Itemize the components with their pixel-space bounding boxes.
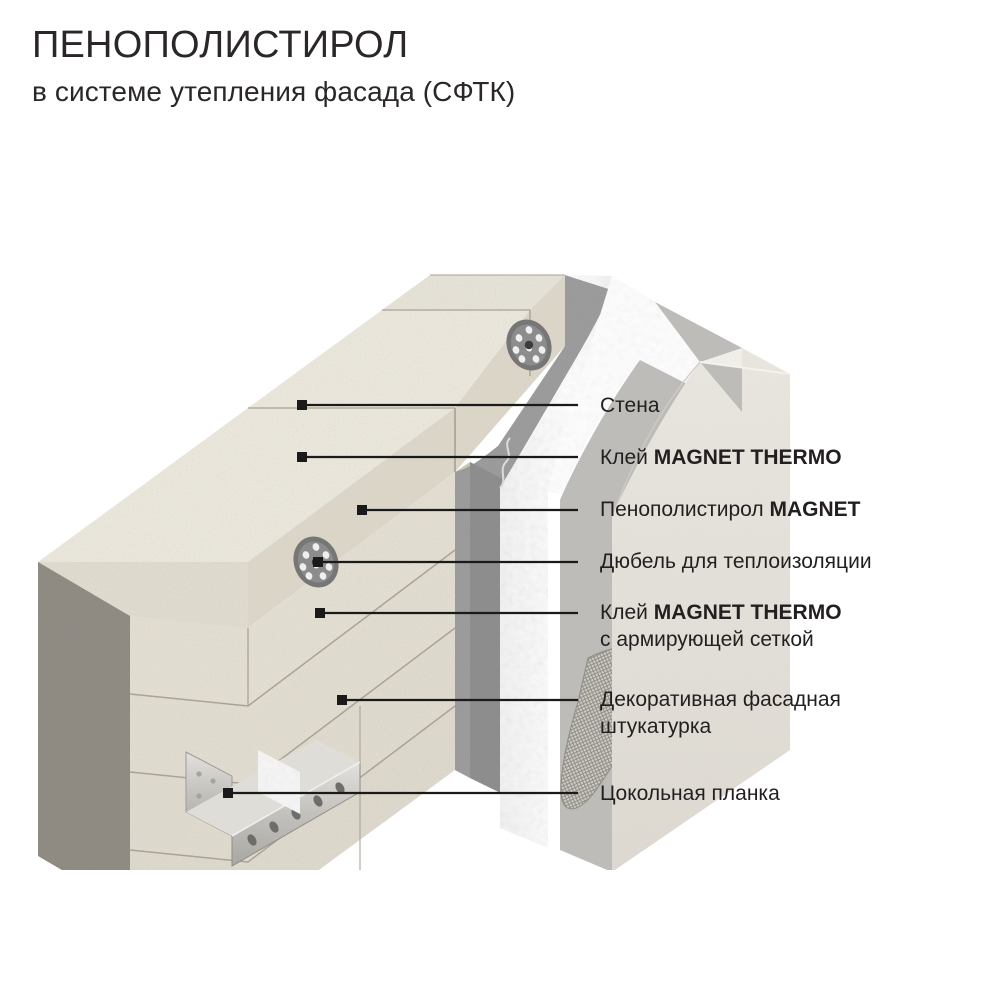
callout-brand-adhesive: MAGNET THERMO — [653, 446, 842, 469]
callout-label-render: Декоративная фасадная штукатурка — [600, 686, 841, 740]
page-subtitle: в системе утепления фасада (СФТК) — [32, 76, 516, 107]
callout-text-wall: Стена — [600, 394, 660, 417]
leader-marker-wall — [297, 400, 307, 410]
callout-label-basecoat: Клей MAGNET THERMO с армирующей сеткой — [600, 599, 842, 653]
leader-lines — [228, 403, 578, 795]
callout-text-render: Декоративная фасадная — [600, 688, 841, 711]
callout-label-baseprofile: Цокольная планка — [600, 780, 780, 807]
callout-brand-basecoat: MAGNET THERMO — [653, 601, 842, 624]
leader-marker-baseprofile — [223, 788, 233, 798]
layer-decorative-render — [611, 348, 791, 870]
wall-left-end — [38, 562, 130, 870]
callout-text-basecoat-line2: с армирующей сеткой — [600, 628, 814, 651]
callout-text-basecoat: Клей — [600, 601, 654, 624]
leader-markers — [223, 400, 367, 798]
callout-text-adhesive: Клей — [600, 446, 654, 469]
callout-text-eps: Пенополистирол — [600, 498, 770, 521]
callout-label-dowel: Дюбель для теплоизоляции — [600, 548, 872, 575]
wall-top-faces — [38, 274, 565, 562]
page-title: ПЕНОПОЛИСТИРОЛ — [32, 24, 409, 66]
insulation-dowel-upper — [506, 319, 552, 371]
masonry-wall — [38, 274, 565, 870]
callout-label-eps: Пенополистирол MAGNET — [600, 496, 860, 523]
leader-marker-adhesive — [297, 452, 307, 462]
callout-label-wall: Стена — [600, 392, 660, 419]
callout-text-render-line2: штукатурка — [600, 715, 712, 738]
layer-adhesive-thermo — [455, 275, 612, 795]
page-title-block: ПЕНОПОЛИСТИРОЛ в системе утепления фасад… — [32, 22, 515, 110]
leader-marker-basecoat — [315, 608, 325, 618]
leader-marker-dowel — [313, 557, 323, 567]
leader-marker-render — [337, 695, 347, 705]
callout-text-baseprofile: Цокольная планка — [600, 782, 780, 805]
callout-brand-eps: MAGNET — [769, 498, 861, 521]
leader-marker-eps — [357, 505, 367, 515]
callout-text-dowel: Дюбель для теплоизоляции — [600, 550, 872, 573]
facade-cutaway-illustration — [0, 150, 1000, 870]
callout-label-adhesive: Клей MAGNET THERMO — [600, 444, 842, 471]
